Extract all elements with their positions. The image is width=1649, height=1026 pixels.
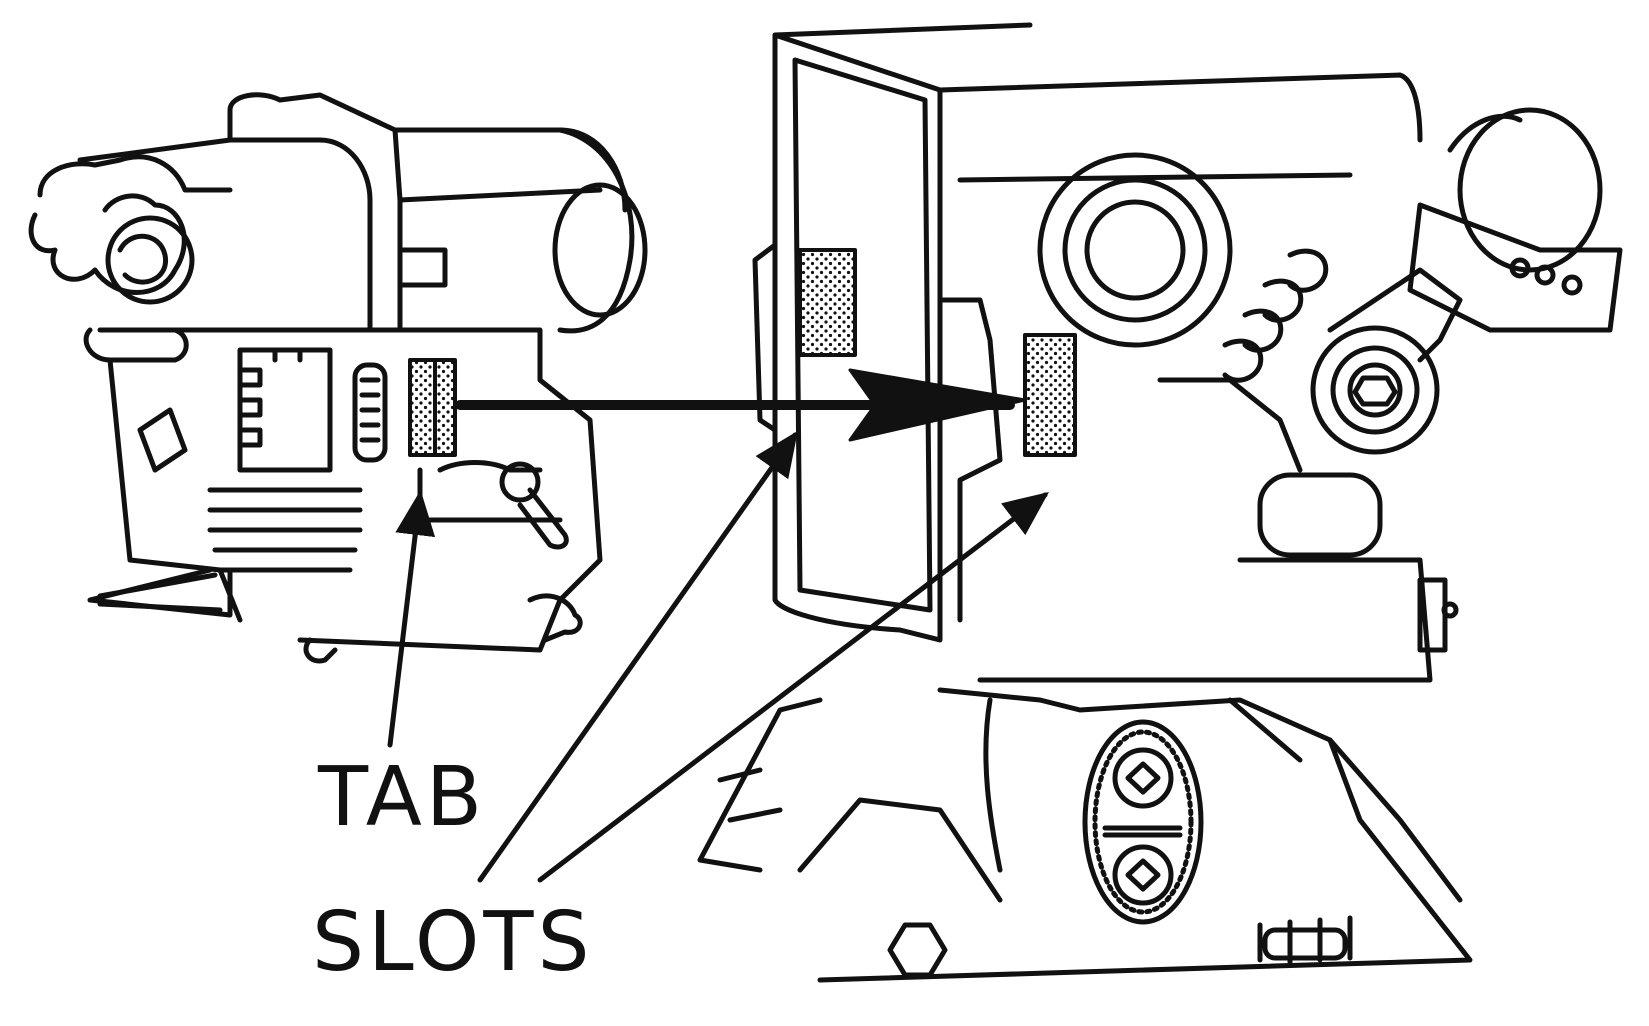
slots-label: SLOTS — [312, 895, 594, 990]
slots-leader-lower — [537, 491, 1049, 883]
tab-leader-line — [387, 490, 436, 748]
lower-slot-stipple — [1023, 333, 1077, 457]
slots-leader-upper — [477, 430, 798, 883]
left-mechanism — [28, 92, 648, 664]
right-receiver — [697, 22, 1623, 983]
tab-label: TAB — [317, 750, 486, 845]
left-tab-stipple — [408, 358, 457, 457]
insertion-arrow-icon — [455, 368, 1027, 442]
upper-slot-stipple — [798, 248, 857, 357]
